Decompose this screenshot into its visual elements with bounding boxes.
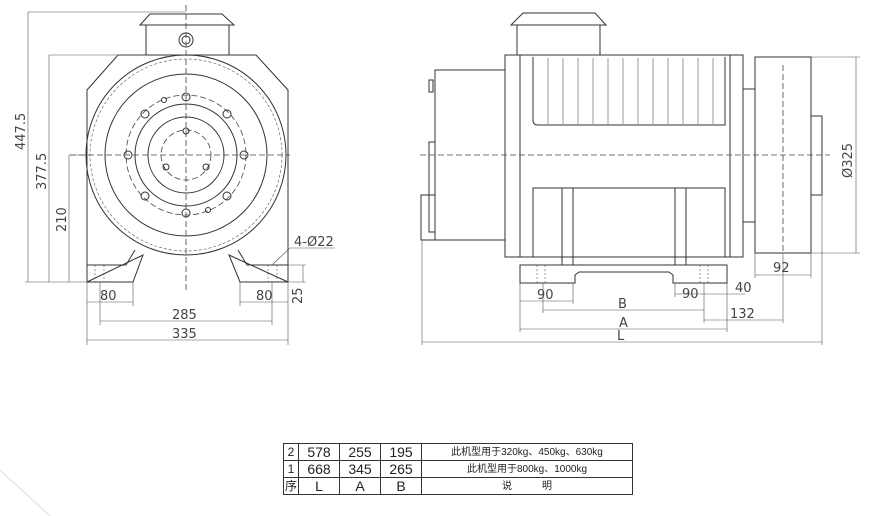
dim-total-height: 447.5 <box>14 113 29 150</box>
header-A: A <box>339 477 381 495</box>
cell-B: 265 <box>380 460 422 478</box>
dim-132: 132 <box>730 307 755 322</box>
cell-A: 345 <box>339 460 381 478</box>
dim-foot-right: 80 <box>256 289 273 304</box>
header-B: B <box>380 477 422 495</box>
decorative-line <box>0 469 51 516</box>
dim-B: B <box>618 297 627 312</box>
table-header-row: 序 L A B 说 明 <box>283 477 633 495</box>
cell-no: 2 <box>283 443 299 461</box>
dim-foot-height: 25 <box>291 287 306 304</box>
dim-foot-right-90: 90 <box>682 287 699 302</box>
cell-L: 578 <box>298 443 340 461</box>
table-row: 1 668 345 265 此机型用于800kg、1000kg <box>283 460 633 478</box>
header-note: 说 明 <box>421 477 633 495</box>
dim-brake-diameter: Ø325 <box>841 143 856 178</box>
header-L: L <box>298 477 340 495</box>
dim-body-height: 377.5 <box>35 153 50 190</box>
header-no: 序 <box>283 477 299 495</box>
dim-foot-left-90: 90 <box>537 288 554 303</box>
cell-B: 195 <box>380 443 422 461</box>
table-row: 2 578 255 195 此机型用于320kg、450kg、630kg <box>283 443 633 461</box>
dim-hole-span: 285 <box>172 308 197 323</box>
dim-brake-width: 92 <box>773 261 790 276</box>
dim-A: A <box>619 316 628 331</box>
dim-holes: 4-Ø22 <box>294 235 334 250</box>
front-view: 447.5 377.5 210 80 80 285 335 25 4-Ø22 <box>14 5 335 345</box>
spec-table: 2 578 255 195 此机型用于320kg、450kg、630kg 1 6… <box>283 443 633 495</box>
dim-width: 335 <box>172 327 197 342</box>
cell-A: 255 <box>339 443 381 461</box>
cell-L: 668 <box>298 460 340 478</box>
cell-no: 1 <box>283 460 299 478</box>
dim-edge-40: 40 <box>735 281 752 296</box>
dim-center-height: 210 <box>55 207 70 232</box>
cell-note: 此机型用于320kg、450kg、630kg <box>421 443 633 461</box>
dim-L: L <box>617 329 625 344</box>
side-view: Ø325 92 90 90 40 B 132 A L <box>420 12 860 345</box>
dim-foot-left: 80 <box>100 289 117 304</box>
cell-note: 此机型用于800kg、1000kg <box>421 460 633 478</box>
